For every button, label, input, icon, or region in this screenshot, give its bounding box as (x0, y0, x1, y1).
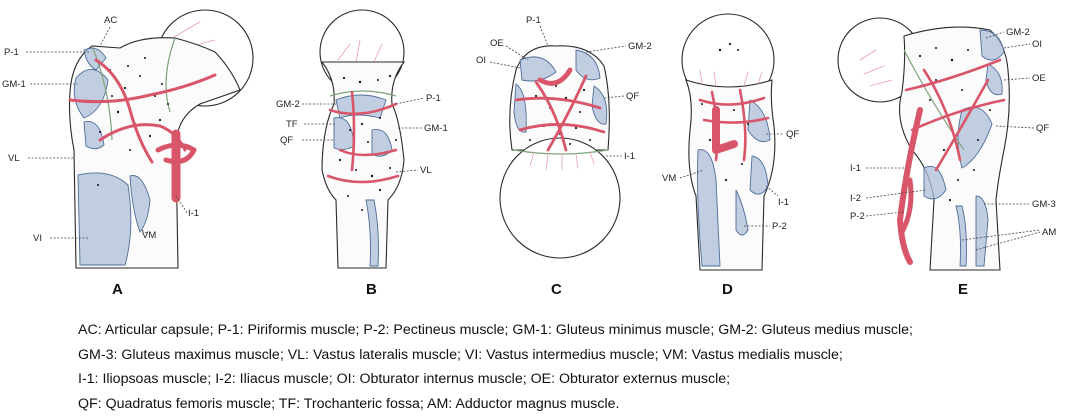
vessels-e (904, 58, 1006, 172)
abbreviation-legend: AC: Articular capsule; P-1: Piriformis m… (78, 318, 1078, 416)
vessels-d (698, 88, 770, 162)
p2-vessel-e (899, 177, 914, 235)
capsule-line-a (91, 37, 176, 141)
label-c-oi: OI (476, 55, 486, 66)
label-a-vi: VI (33, 233, 42, 244)
label-e-i1: I-1 (850, 163, 861, 174)
bone-texture-b (338, 74, 397, 211)
label-c-oe: OE (490, 38, 504, 49)
panel-e: GM-2 OI OE QF I-1 I-2 P-2 GM-3 AM E (837, 17, 1056, 298)
p2-muscle-d (735, 189, 749, 236)
label-a-i1: I-1 (188, 208, 199, 219)
label-b-vl: VL (420, 165, 432, 176)
label-a-vm: VM (142, 230, 156, 241)
label-e-oi: OI (1032, 39, 1042, 50)
gm2-muscle-e (979, 29, 1005, 61)
vessels-b (326, 90, 400, 184)
label-e-oe: OE (1032, 73, 1046, 84)
panel-letter-b: B (366, 281, 377, 298)
label-b-gm2: GM-2 (276, 99, 300, 110)
panel-c: P-1 OE OI GM-2 QF I-1 C (476, 15, 652, 298)
label-a-p1: P-1 (4, 47, 19, 58)
capsule-line-b (329, 90, 397, 97)
gm2-muscle-c (575, 49, 601, 81)
label-d-i1: I-1 (778, 197, 789, 208)
retinacular-vessels-c (529, 151, 595, 171)
label-e-gm3: GM-3 (1032, 199, 1056, 210)
label-d-qf: QF (786, 129, 799, 140)
left-muscle-c (513, 83, 527, 133)
shaft-muscle-b (365, 199, 379, 267)
capsule-line-c (513, 149, 609, 155)
label-b-gm1: GM-1 (424, 123, 448, 134)
label-e-qf: QF (1036, 123, 1049, 134)
label-a-ac: AC (104, 15, 117, 26)
head-vessels-b (337, 39, 383, 63)
i2-muscle-e (923, 165, 947, 200)
legend-line-1: AC: Articular capsule; P-1: Piriformis m… (78, 322, 913, 338)
legend-line-2: GM-3: Gluteus maximus muscle; VL: Vastus… (78, 346, 843, 363)
panel-letter-a: A (112, 281, 123, 298)
label-a-vl: VL (8, 153, 20, 164)
label-e-i2: I-2 (850, 193, 861, 204)
capsule-line-e (903, 49, 965, 151)
label-c-qf: QF (626, 91, 639, 102)
panel-a: AC P-1 GM-1 VL VI I-1 VM A (2, 9, 254, 298)
label-e-p2: P-2 (850, 211, 865, 222)
label-d-vm: VM (662, 173, 676, 184)
i1-vessel-e (897, 107, 923, 265)
panel-letter-d: D (722, 281, 733, 298)
panel-letter-e: E (958, 281, 968, 298)
femoral-head-c (499, 137, 621, 259)
label-a-gm1: GM-1 (2, 79, 26, 90)
legend-line-4: QF: Quadratus femoris muscle; TF: Trocha… (78, 395, 620, 412)
label-c-p1: P-1 (526, 15, 541, 26)
i1-muscle-d (749, 155, 769, 195)
legend-line-3: I-1: Iliopsoas muscle; I-2: Iliacus musc… (78, 371, 731, 387)
femur-figure: AC P-1 GM-1 VL VI I-1 VM A GM-2 (2, 9, 1056, 298)
vl-muscle-a (83, 121, 105, 150)
qf-muscle-c (591, 85, 608, 125)
bone-texture-e (918, 47, 991, 202)
gm3-muscle-e (975, 195, 989, 267)
head-vessels-d (699, 69, 763, 87)
label-b-qf: QF (280, 135, 293, 146)
vessel-trunk-c (537, 67, 573, 86)
vm-muscle-d (697, 149, 721, 267)
vi-muscle-a (77, 172, 132, 266)
oe-muscle-e (985, 63, 1003, 96)
vm-muscle-a (129, 175, 151, 233)
label-e-gm2: GM-2 (1006, 27, 1030, 38)
panel-d: QF VM I-1 P-2 D (662, 13, 799, 298)
label-e-am: AM (1042, 227, 1056, 238)
femur-shaft-b (320, 61, 406, 269)
label-d-p2: P-2 (772, 221, 787, 232)
ot-muscle-c (519, 56, 557, 82)
vessel-trunk-d (712, 106, 738, 154)
label-b-p1: P-1 (426, 93, 441, 104)
vessels-c (514, 74, 606, 152)
gm1-muscle-a (73, 69, 109, 119)
label-b-tf: TF (286, 119, 298, 130)
head-vessels-e (859, 49, 893, 87)
qf-muscle-e (957, 106, 993, 169)
label-c-i1: I-1 (624, 151, 635, 162)
i1-loop-a (155, 142, 197, 165)
label-c-gm2: GM-2 (628, 41, 652, 52)
panel-b: GM-2 TF QF P-1 GM-1 VL B (276, 9, 448, 298)
panel-letter-c: C (551, 281, 562, 298)
am-muscle-e (955, 205, 967, 267)
